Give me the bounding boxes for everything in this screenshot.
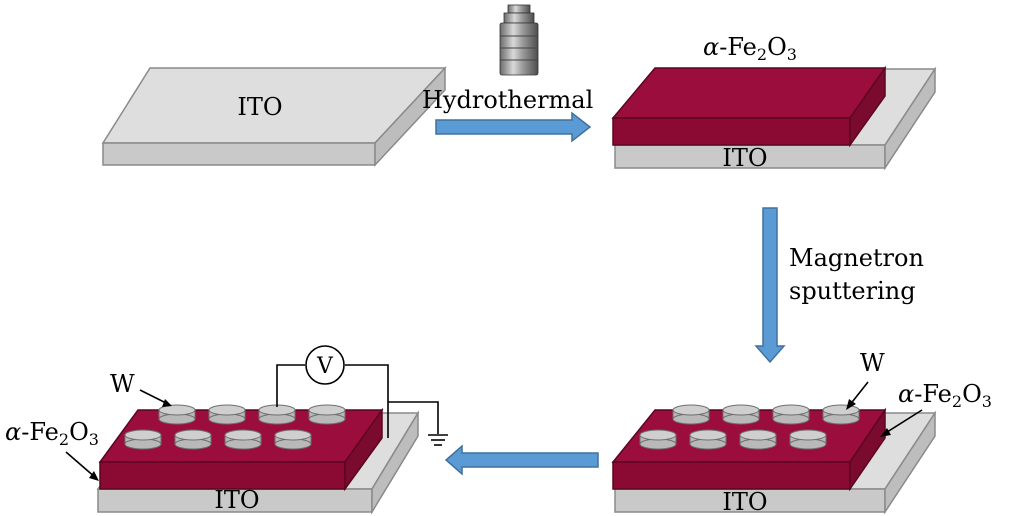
wire (345, 364, 389, 438)
fe2o3-front-face (612, 117, 851, 146)
w-disc (739, 429, 777, 450)
fe2o3-side-face (344, 407, 383, 492)
w-pointer-arrow (139, 389, 169, 405)
w-disc (258, 404, 296, 425)
w-on-fe2o3-step3: ITO W α-Fe2O3 (611, 349, 992, 516)
ito-side-face (371, 410, 419, 515)
fe2o3-pointer-arrow (883, 409, 923, 435)
w-disc (772, 404, 810, 425)
w-discs (639, 404, 860, 450)
arrow-down-sputtering (754, 207, 786, 364)
w-disc (124, 429, 162, 450)
fe2o3-side-face (849, 407, 886, 492)
fe2o3-label: α-Fe2O3 (5, 418, 99, 449)
arrowhead (880, 428, 891, 437)
arrowhead (89, 471, 99, 481)
ito-front-face (102, 142, 376, 166)
fe2o3-side-face (849, 65, 886, 148)
w-disc (174, 429, 212, 450)
arrowhead (846, 399, 856, 410)
ground-icon (428, 434, 448, 446)
device-with-voltmeter-step4: ITO W α-Fe2O3 V (5, 345, 448, 515)
voltmeter-label: V (316, 354, 334, 379)
arrowhead (162, 399, 172, 407)
arrow-left-measurement (444, 444, 599, 476)
w-disc (689, 429, 727, 450)
w-disc (308, 404, 346, 425)
fe2o3-front-face (612, 461, 851, 490)
ito-side-face (884, 410, 936, 515)
ito-side-face (884, 66, 936, 171)
fe2o3-front-face (99, 461, 346, 490)
fe2o3-on-ito-step2: ITO α-Fe2O3 (611, 33, 937, 172)
voltmeter-icon: V (305, 345, 345, 385)
w-disc (274, 429, 312, 450)
w-disc (722, 404, 760, 425)
w-label: W (110, 370, 135, 398)
ito-label: ITO (722, 144, 767, 172)
ito-label: ITO (722, 488, 767, 516)
ito-label: ITO (237, 93, 282, 121)
sputtering-label: sputtering (789, 277, 916, 305)
hydrothermal-label: Hydrothermal (422, 86, 593, 114)
magnetron-label: Magnetron (789, 244, 924, 272)
ito-label: ITO (214, 486, 259, 514)
arrow-right-hydrothermal (435, 111, 592, 143)
w-disc (789, 429, 827, 450)
wire (388, 401, 439, 434)
wire (276, 364, 305, 407)
w-disc (672, 404, 710, 425)
w-disc (158, 404, 196, 425)
w-disc (224, 429, 262, 450)
w-label: W (860, 349, 885, 377)
ito-substrate-step1: ITO (101, 66, 447, 167)
w-discs (124, 404, 346, 450)
w-disc (208, 404, 246, 425)
fe2o3-top-face (611, 67, 887, 119)
measurement-circuit: V (276, 345, 448, 446)
w-disc (822, 404, 860, 425)
autoclave-icon (499, 4, 539, 76)
fe2o3-label: α-Fe2O3 (898, 380, 992, 411)
w-disc (639, 429, 677, 450)
fe2o3-pointer-arrow (65, 451, 97, 479)
fe2o3-label: α-Fe2O3 (703, 33, 797, 64)
ito-side-face (374, 66, 446, 167)
